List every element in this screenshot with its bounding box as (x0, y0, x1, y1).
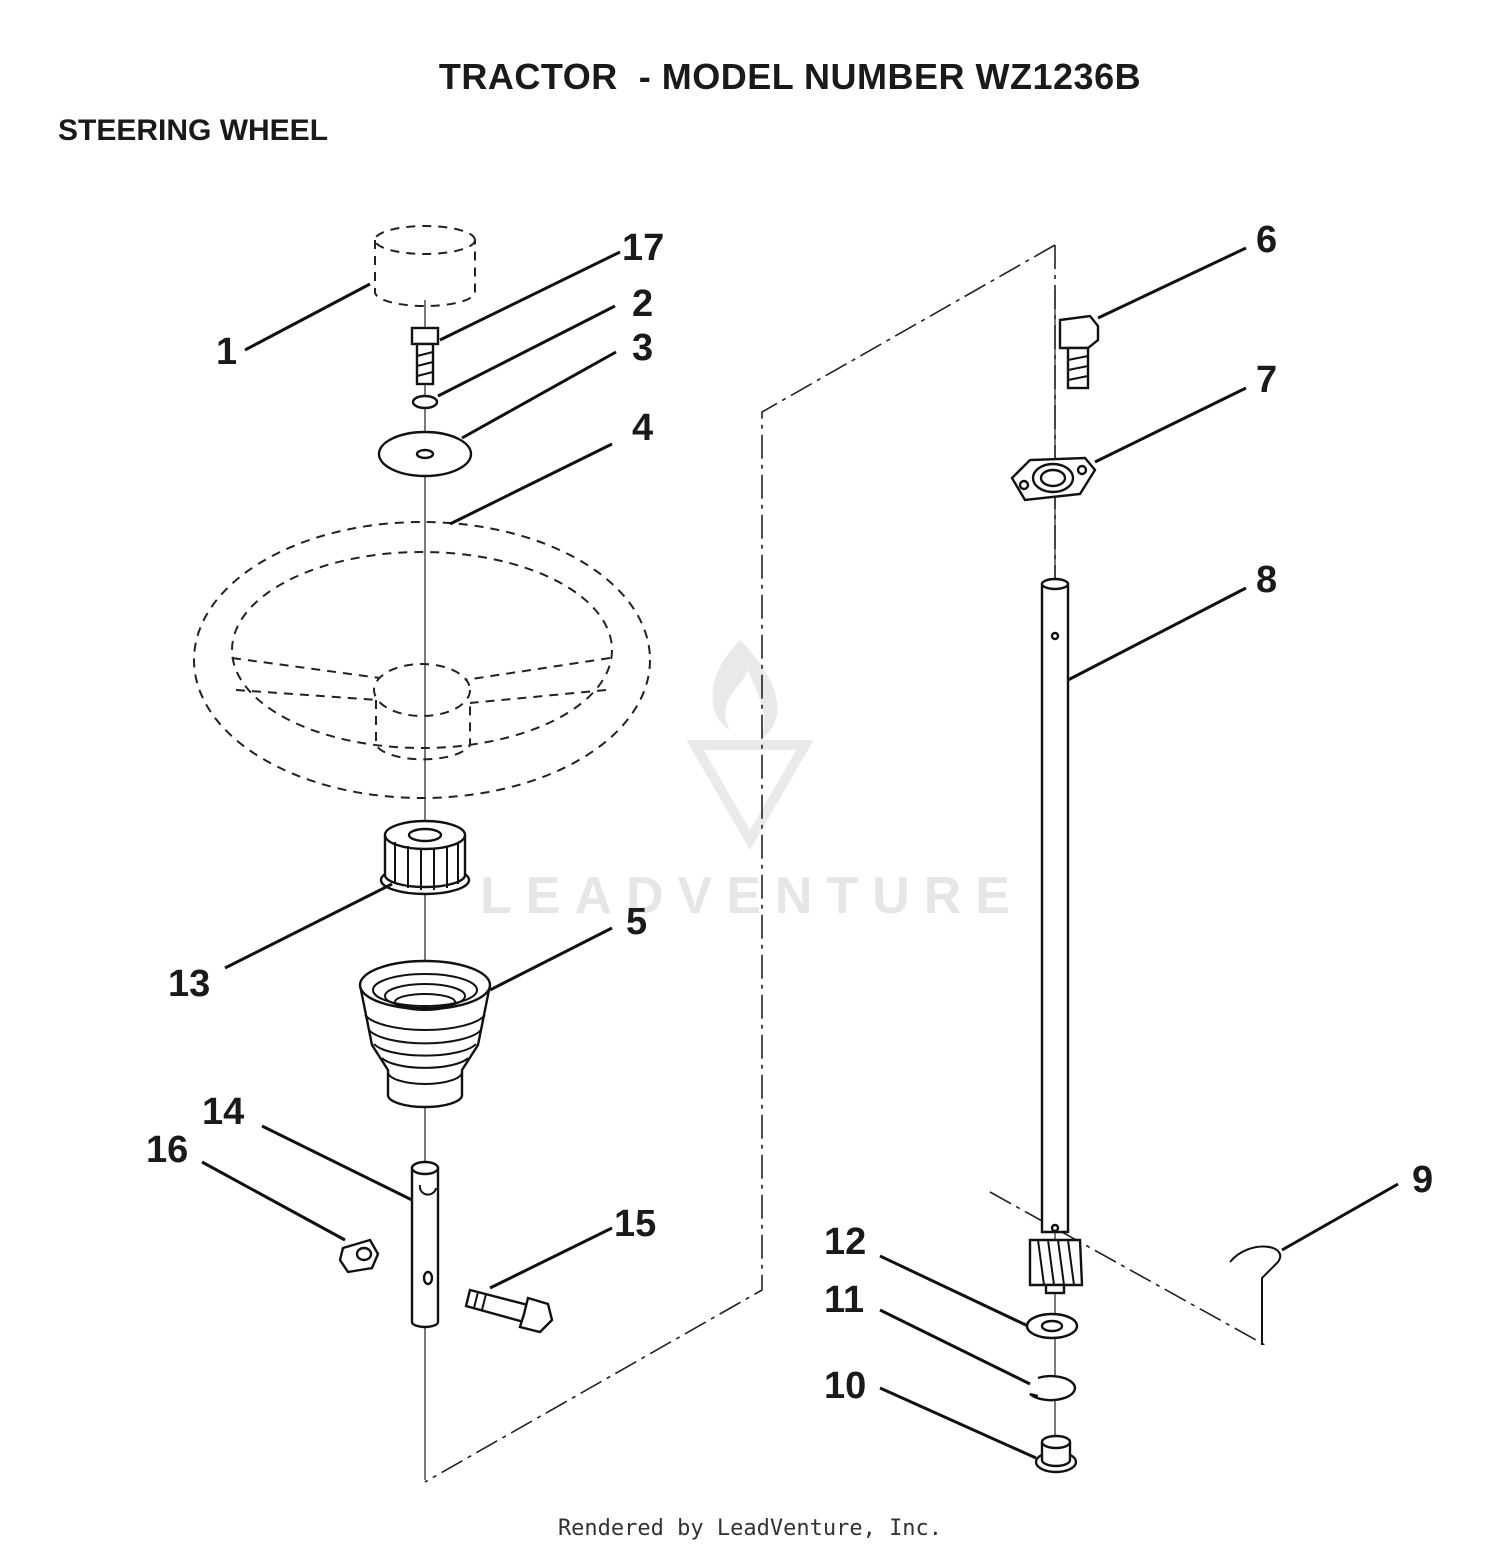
retaining-ring-part (1029, 1374, 1077, 1402)
steering-cone-part (358, 959, 492, 1109)
callout-15: 15 (614, 1203, 656, 1245)
callout-13: 13 (168, 963, 210, 1005)
lock-washer-part (411, 394, 439, 410)
spline-adapter-part (379, 819, 471, 896)
shaft-washer-part (1025, 1312, 1079, 1340)
shoulder-bolt-part (464, 1288, 554, 1334)
diagram-title: TRACTOR - MODEL NUMBER WZ1236B (438, 56, 1142, 97)
leader-lines (201, 246, 1399, 1460)
callout-17: 17 (622, 227, 664, 269)
callout-7: 7 (1256, 359, 1277, 401)
callout-11: 11 (824, 1279, 864, 1321)
flange-bearing-part (1010, 456, 1097, 502)
footer-credit: Rendered by LeadVenture, Inc. (557, 1516, 943, 1541)
bushing-part (1034, 1434, 1078, 1474)
hairpin-clip-part (1229, 1245, 1282, 1345)
hex-nut-part (338, 1238, 380, 1274)
pinion-gear-part (1028, 1238, 1084, 1295)
hex-bolt-part (1058, 314, 1100, 390)
callout-9: 9 (1412, 1159, 1433, 1201)
shaft-adapter-part (410, 1160, 440, 1329)
callout-5: 5 (626, 901, 647, 943)
callout-1: 1 (216, 331, 237, 373)
callout-12: 12 (824, 1221, 866, 1263)
bolt-part (410, 326, 440, 386)
callout-10: 10 (824, 1365, 866, 1407)
steering-wheel-part (193, 521, 651, 799)
steering-cap-part (374, 225, 476, 307)
watermark-text: LEADVENTURE (480, 867, 1025, 925)
dash-panel-outline (424, 244, 1056, 1483)
callout-4: 4 (632, 407, 653, 449)
callout-14: 14 (202, 1091, 244, 1133)
steering-shaft-part (1040, 577, 1070, 1234)
diagram-subtitle: STEERING WHEEL (58, 114, 329, 147)
callout-8: 8 (1256, 559, 1277, 601)
callout-2: 2 (632, 283, 653, 325)
callout-3: 3 (632, 327, 653, 369)
callout-16: 16 (146, 1129, 188, 1171)
watermark-logo-icon (686, 640, 814, 850)
dash-panel-bottom (989, 1191, 1266, 1346)
callout-6: 6 (1256, 219, 1277, 261)
flat-washer-part (377, 430, 473, 478)
